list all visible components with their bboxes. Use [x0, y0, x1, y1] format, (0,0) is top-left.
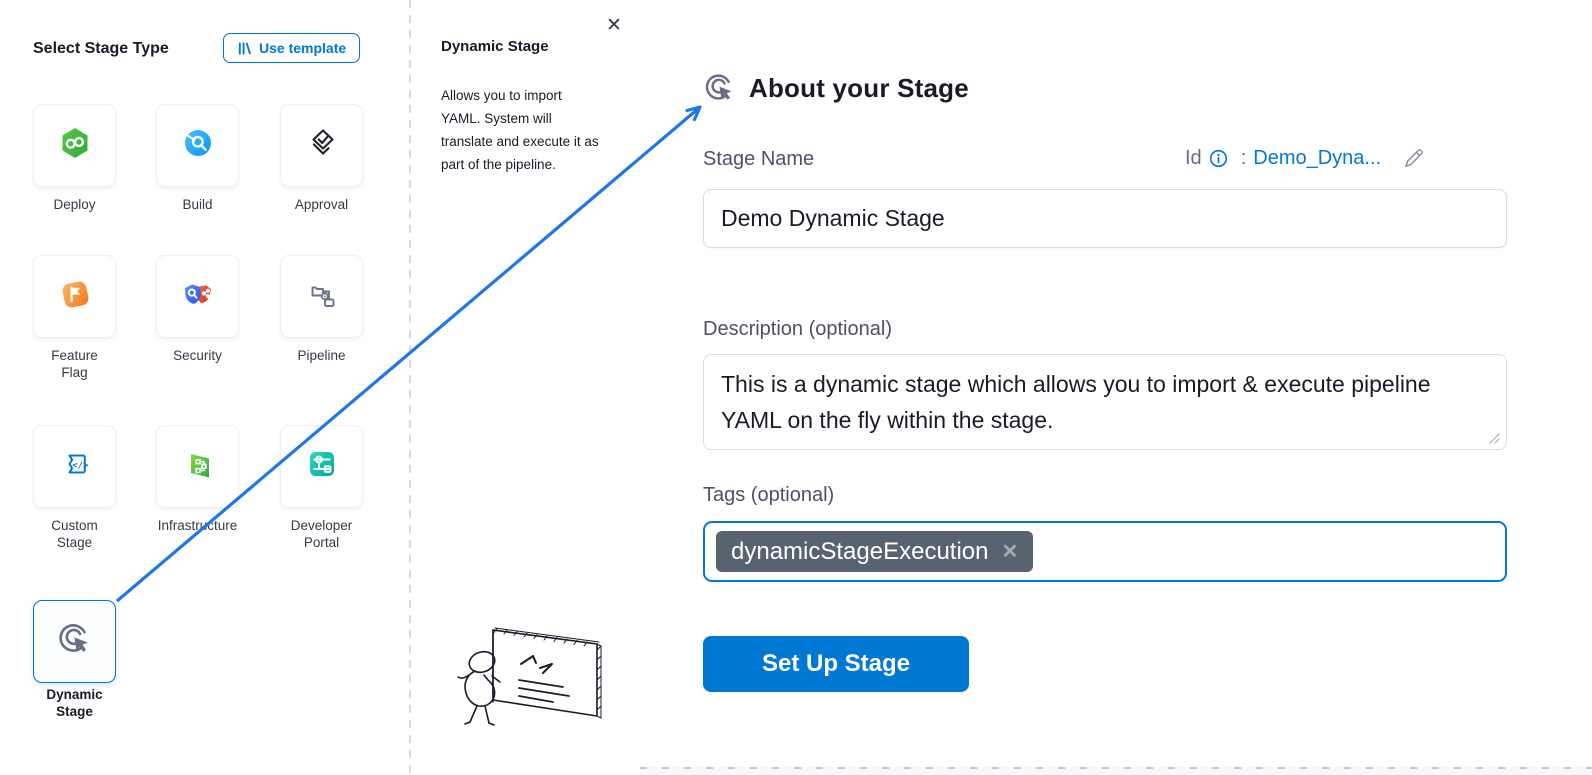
stage-card-infrastructure[interactable] — [156, 425, 239, 508]
stage-card-feature-flag[interactable] — [33, 255, 116, 338]
stage-label-pipeline: Pipeline — [297, 348, 346, 363]
id-label: Id — [1185, 147, 1202, 169]
stage-label-security: Security — [173, 348, 222, 363]
stage-label-infrastructure: Infrastructure — [157, 518, 238, 533]
svg-text:</>: </> — [72, 461, 89, 471]
infrastructure-icon — [178, 444, 218, 489]
help-panel-title: Dynamic Stage — [441, 38, 549, 55]
stage-name-label: Stage Name — [703, 148, 815, 170]
stage-card-approval[interactable] — [280, 104, 363, 187]
use-template-label: Use template — [259, 40, 347, 56]
use-template-button[interactable]: Use template — [223, 33, 361, 63]
approval-icon — [302, 123, 342, 168]
custom-stage-icon: </> — [55, 444, 95, 489]
tags-label: Tags (optional) — [703, 484, 835, 506]
tags-input[interactable]: dynamicStageExecution ✕ — [703, 521, 1507, 582]
edit-pencil-icon[interactable] — [1402, 147, 1425, 170]
set-up-stage-button[interactable]: Set Up Stage — [703, 636, 969, 692]
close-icon[interactable]: ✕ — [606, 15, 622, 36]
info-icon[interactable] — [1209, 149, 1228, 168]
developer-portal-icon — [302, 444, 342, 489]
stage-card-pipeline[interactable] — [280, 255, 363, 338]
stage-label-feature-flag: Feature Flag — [51, 348, 98, 380]
tag-chip: dynamicStageExecution ✕ — [716, 531, 1034, 572]
panel-divider — [409, 0, 411, 775]
feature-flag-icon — [55, 274, 95, 319]
id-colon: : — [1240, 147, 1247, 169]
presenter-whiteboard-illustration — [455, 620, 620, 750]
about-stage-title: About your Stage — [749, 73, 969, 103]
tag-chip-label: dynamicStageExecution — [731, 537, 989, 565]
stage-card-deploy[interactable] — [33, 104, 116, 187]
page-title: Select Stage Type — [33, 40, 169, 57]
stage-label-approval: Approval — [294, 197, 349, 212]
help-panel-description: Allows you to import YAML. System will t… — [441, 88, 599, 172]
template-library-icon — [237, 41, 252, 56]
stage-id-value[interactable]: Demo_Dyna... — [1253, 147, 1382, 169]
description-label: Description (optional) — [703, 318, 892, 340]
stage-id-row: Id : Demo_Dyna... — [1185, 147, 1425, 170]
dynamic-stage-header-icon — [701, 69, 739, 112]
stage-card-build[interactable] — [156, 104, 239, 187]
pipeline-icon — [302, 274, 342, 319]
stage-name-input[interactable] — [703, 189, 1507, 248]
stage-card-developer-portal[interactable] — [280, 425, 363, 508]
stage-label-build: Build — [182, 197, 213, 212]
tag-remove-icon[interactable]: ✕ — [1001, 540, 1019, 563]
dynamic-stage-icon — [54, 618, 96, 665]
stage-label-custom-stage: Custom Stage — [51, 518, 98, 550]
stage-label-dynamic-stage: Dynamic Stage — [46, 687, 103, 719]
pipeline-canvas-grid — [640, 761, 1592, 775]
stage-card-custom-stage[interactable]: </> — [33, 425, 116, 508]
stage-label-developer-portal: Developer Portal — [290, 518, 353, 550]
deploy-icon — [55, 123, 95, 168]
build-icon — [178, 123, 218, 168]
security-icon — [178, 274, 218, 319]
description-textarea[interactable]: This is a dynamic stage which allows you… — [703, 354, 1507, 450]
stage-card-security[interactable] — [156, 255, 239, 338]
stage-card-dynamic-stage[interactable] — [33, 600, 116, 683]
stage-label-deploy: Deploy — [53, 197, 96, 212]
